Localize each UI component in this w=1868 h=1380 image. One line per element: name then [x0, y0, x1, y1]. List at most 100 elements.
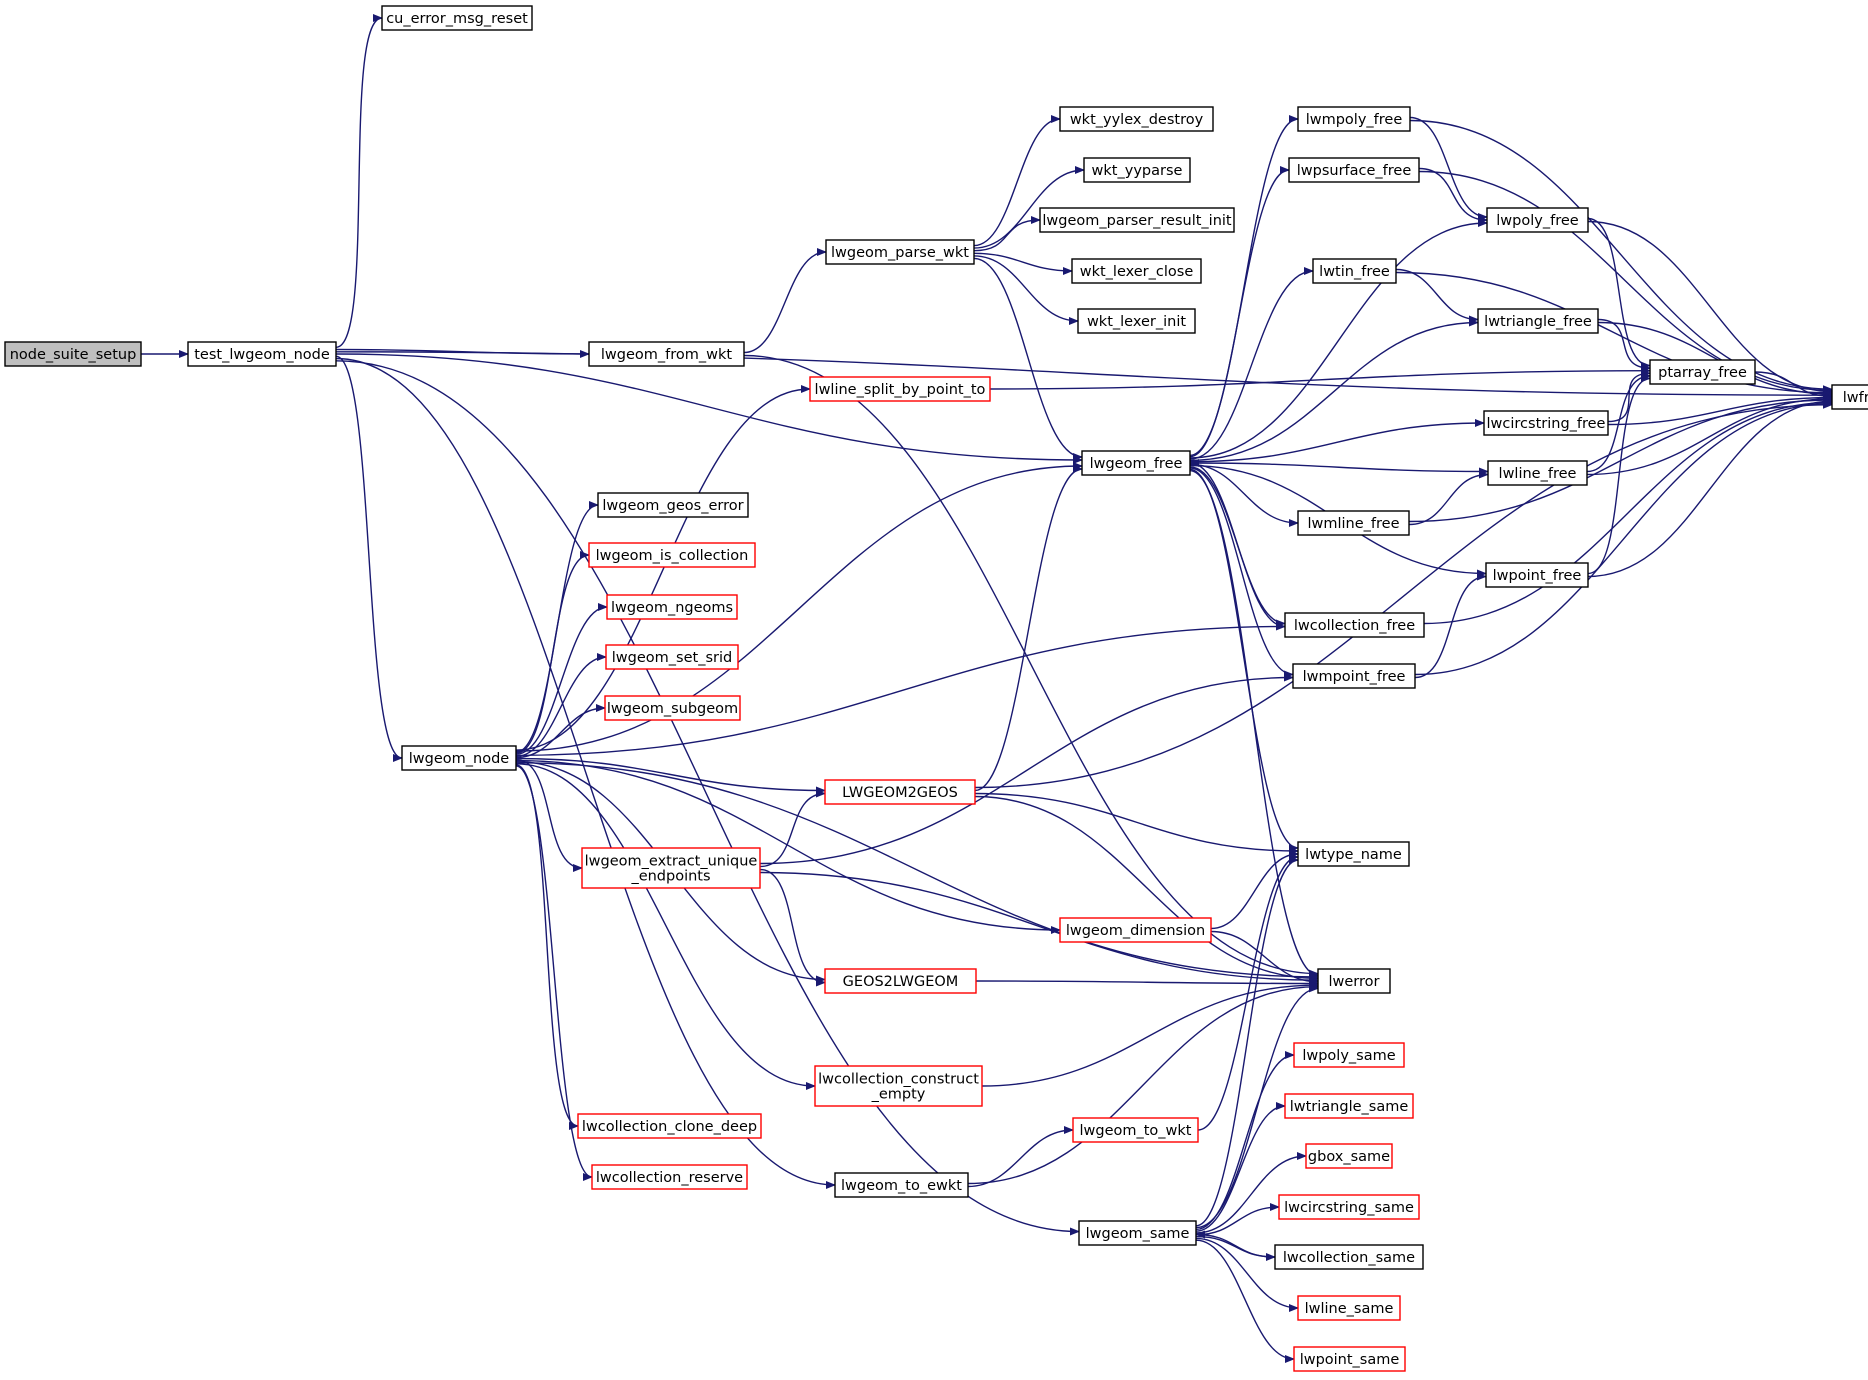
graph-node-lwpoint-free[interactable]: lwpoint_free — [1485, 562, 1589, 588]
graph-node-gbox-same[interactable]: gbox_same — [1305, 1143, 1393, 1169]
call-edge-lwgeom-free-to-lwpoly-free — [1189, 219, 1488, 459]
node-box — [606, 594, 738, 620]
node-box — [1831, 384, 1868, 410]
graph-node-test-lwgeom-node[interactable]: test_lwgeom_node — [187, 341, 337, 367]
call-edge-lwgeom-extract-unique-endpoints-to-lwmpoint-free — [759, 673, 1294, 865]
call-edge-lwgeom-parse-wkt-to-lwgeom-free — [973, 257, 1083, 461]
graph-node-lwline-split-by-point-to[interactable]: lwline_split_by_point_to — [809, 376, 991, 402]
node-box — [604, 695, 741, 721]
graph-node-lwgeom-to-ewkt[interactable]: lwgeom_to_ewkt — [834, 1172, 969, 1198]
graph-node-lwcollection-reserve[interactable]: lwcollection_reserve — [591, 1164, 748, 1190]
graph-node-lwtype-name[interactable]: lwtype_name — [1297, 841, 1410, 867]
graph-node-lwline-free[interactable]: lwline_free — [1487, 460, 1588, 486]
graph-node-lwtriangle-same[interactable]: lwtriangle_same — [1284, 1093, 1414, 1119]
graph-node-wkt-yyparse[interactable]: wkt_yyparse — [1083, 157, 1191, 183]
edge-layer — [140, 14, 1833, 1363]
graph-node-lwgeom-is-collection[interactable]: lwgeom_is_collection — [588, 542, 756, 568]
graph-node-wkt-lexer-close[interactable]: wkt_lexer_close — [1071, 258, 1202, 284]
call-edge-lwmline-free-to-lwline-free — [1408, 470, 1489, 526]
node-label: lwgeom_subgeom — [607, 701, 738, 717]
graph-node-lwcircstring-same[interactable]: lwcircstring_same — [1278, 1194, 1420, 1220]
node-label: lwerror — [1329, 974, 1380, 990]
graph-node-wkt-yylex-destroy[interactable]: wkt_yylex_destroy — [1059, 106, 1214, 132]
call-edge-lwpsurface-free-to-lwpoly-free — [1418, 167, 1488, 224]
graph-node-lwgeom-node[interactable]: lwgeom_node — [401, 745, 517, 771]
graph-node-lwgeom-free[interactable]: lwgeom_free — [1081, 450, 1191, 476]
graph-node-lwmpoint-free[interactable]: lwmpoint_free — [1292, 663, 1416, 689]
call-edge-lwpoly-free-to-ptarray-free — [1587, 217, 1651, 370]
graph-node-lwgeom-from-wkt[interactable]: lwgeom_from_wkt — [588, 341, 745, 367]
call-edge-lwgeom-node-to-lwgeom-free — [515, 462, 1083, 752]
graph-node-lwerror[interactable]: lwerror — [1317, 968, 1391, 994]
call-edge-lwcollection-same-to-lwgeom-same — [1195, 1230, 1276, 1258]
graph-node-lwmline-free[interactable]: lwmline_free — [1297, 510, 1410, 536]
node-box — [4, 341, 142, 367]
graph-node-lwcollection-free[interactable]: lwcollection_free — [1284, 612, 1425, 638]
node-label: lwmpoly_free — [1306, 112, 1403, 128]
call-edge-lwgeom-to-wkt-to-lwtype-name — [1197, 853, 1299, 1131]
graph-node-wkt-lexer-init[interactable]: wkt_lexer_init — [1077, 308, 1196, 334]
graph-node-lwpoint-same[interactable]: lwpoint_same — [1293, 1346, 1406, 1372]
graph-node-lwgeom-ngeoms[interactable]: lwgeom_ngeoms — [606, 594, 738, 620]
call-edge-lwmpoly-free-to-lwpoly-free — [1409, 116, 1488, 221]
graph-node-cu-error-msg-reset[interactable]: cu_error_msg_reset — [381, 5, 533, 31]
node-label: lwgeom_from_wkt — [601, 347, 733, 363]
graph-node-lwpsurface-free[interactable]: lwpsurface_free — [1288, 157, 1420, 183]
call-edge-lwtriangle-free-to-lwfree — [1597, 321, 1833, 398]
graph-node-lwgeom-parse-wkt[interactable]: lwgeom_parse_wkt — [825, 239, 975, 265]
call-edge-lwgeom-parse-wkt-to-wkt-yyparse — [973, 166, 1085, 249]
node-label: gbox_same — [1308, 1149, 1390, 1165]
call-edge-lwline-split-by-point-to-to-ptarray-free — [989, 366, 1651, 390]
node-box — [824, 779, 976, 805]
graph-node-geos2lwgeom[interactable]: GEOS2LWGEOM — [824, 968, 977, 994]
call-edge-lwgeom-node-to-lwgeom2geos — [515, 757, 826, 795]
graph-node-lwline-same[interactable]: lwline_same — [1297, 1295, 1401, 1321]
node-label: LWGEOM2GEOS — [842, 785, 958, 801]
call-edge-lwgeom-node-to-lwcollection-construct-empty — [515, 763, 816, 1090]
node-box — [581, 847, 761, 889]
node-label: lwgeom_geos_error — [602, 498, 743, 514]
graph-node-lwgeom-geos-error[interactable]: lwgeom_geos_error — [597, 492, 749, 518]
graph-node-lwcollection-clone-deep[interactable]: lwcollection_clone_deep — [577, 1113, 762, 1139]
node-label-line: lwcollection_construct — [818, 1072, 979, 1088]
graph-node-lwgeom-parser-result-init[interactable]: lwgeom_parser_result_init — [1039, 207, 1235, 233]
call-edge-lwcollection-free-to-lwfree — [1423, 398, 1833, 625]
call-edge-lwgeom-same-to-gbox-same — [1195, 1152, 1307, 1234]
graph-node-lwtin-free[interactable]: lwtin_free — [1312, 258, 1397, 284]
call-edge-lwgeom-from-wkt-to-lwgeom-parse-wkt — [743, 248, 827, 354]
graph-node-lwpoly-same[interactable]: lwpoly_same — [1293, 1042, 1405, 1068]
graph-node-lwgeom-same[interactable]: lwgeom_same — [1078, 1220, 1197, 1246]
node-box — [1483, 410, 1609, 436]
node-label: lwgeom_set_srid — [612, 650, 732, 666]
graph-node-lwgeom-set-srid[interactable]: lwgeom_set_srid — [605, 644, 739, 670]
node-box — [1305, 1143, 1393, 1169]
call-edge-lwgeom-free-to-lwerror — [1189, 470, 1319, 980]
call-edge-lwgeom-node-to-lwgeom-dimension — [515, 759, 1061, 934]
node-box — [605, 644, 739, 670]
node-label: cu_error_msg_reset — [386, 11, 528, 27]
graph-node-lwfree[interactable]: lwfree — [1831, 384, 1868, 410]
graph-node-lwcollection-same[interactable]: lwcollection_same — [1274, 1244, 1424, 1270]
graph-node-lwgeom-subgeom[interactable]: lwgeom_subgeom — [604, 695, 741, 721]
graph-node-ptarray-free[interactable]: ptarray_free — [1649, 359, 1756, 385]
node-label: lwpoint_free — [1493, 568, 1582, 584]
graph-node-lwgeom2geos[interactable]: LWGEOM2GEOS — [824, 779, 976, 805]
graph-node-lwmpoly-free[interactable]: lwmpoly_free — [1297, 106, 1411, 132]
graph-node-lwtriangle-free[interactable]: lwtriangle_free — [1477, 308, 1599, 334]
graph-node-lwgeom-dimension[interactable]: lwgeom_dimension — [1059, 917, 1212, 943]
graph-node-lwcollection-construct-empty[interactable]: lwcollection_construct_empty — [814, 1065, 983, 1107]
graph-node-lwpoly-free[interactable]: lwpoly_free — [1486, 207, 1589, 233]
call-edge-lwpoint-free-to-lwfree — [1587, 397, 1833, 578]
node-label: wkt_yyparse — [1092, 163, 1183, 179]
node-box — [809, 376, 991, 402]
call-edge-lwgeom-same-to-lwline-same — [1195, 1237, 1299, 1312]
node-box — [1284, 1093, 1414, 1119]
node-box — [588, 542, 756, 568]
graph-node-lwgeom-to-wkt[interactable]: lwgeom_to_wkt — [1072, 1117, 1199, 1143]
node-label-line: _empty — [871, 1087, 926, 1103]
call-edge-lwgeom2geos-to-lwerror — [974, 795, 1319, 983]
call-edge-lwgeom-node-to-lwcollection-free — [515, 622, 1286, 757]
graph-node-lwgeom-extract-unique-endpoints[interactable]: lwgeom_extract_unique_endpoints — [581, 847, 761, 889]
graph-node-lwcircstring-free[interactable]: lwcircstring_free — [1483, 410, 1609, 436]
node-box — [187, 341, 337, 367]
